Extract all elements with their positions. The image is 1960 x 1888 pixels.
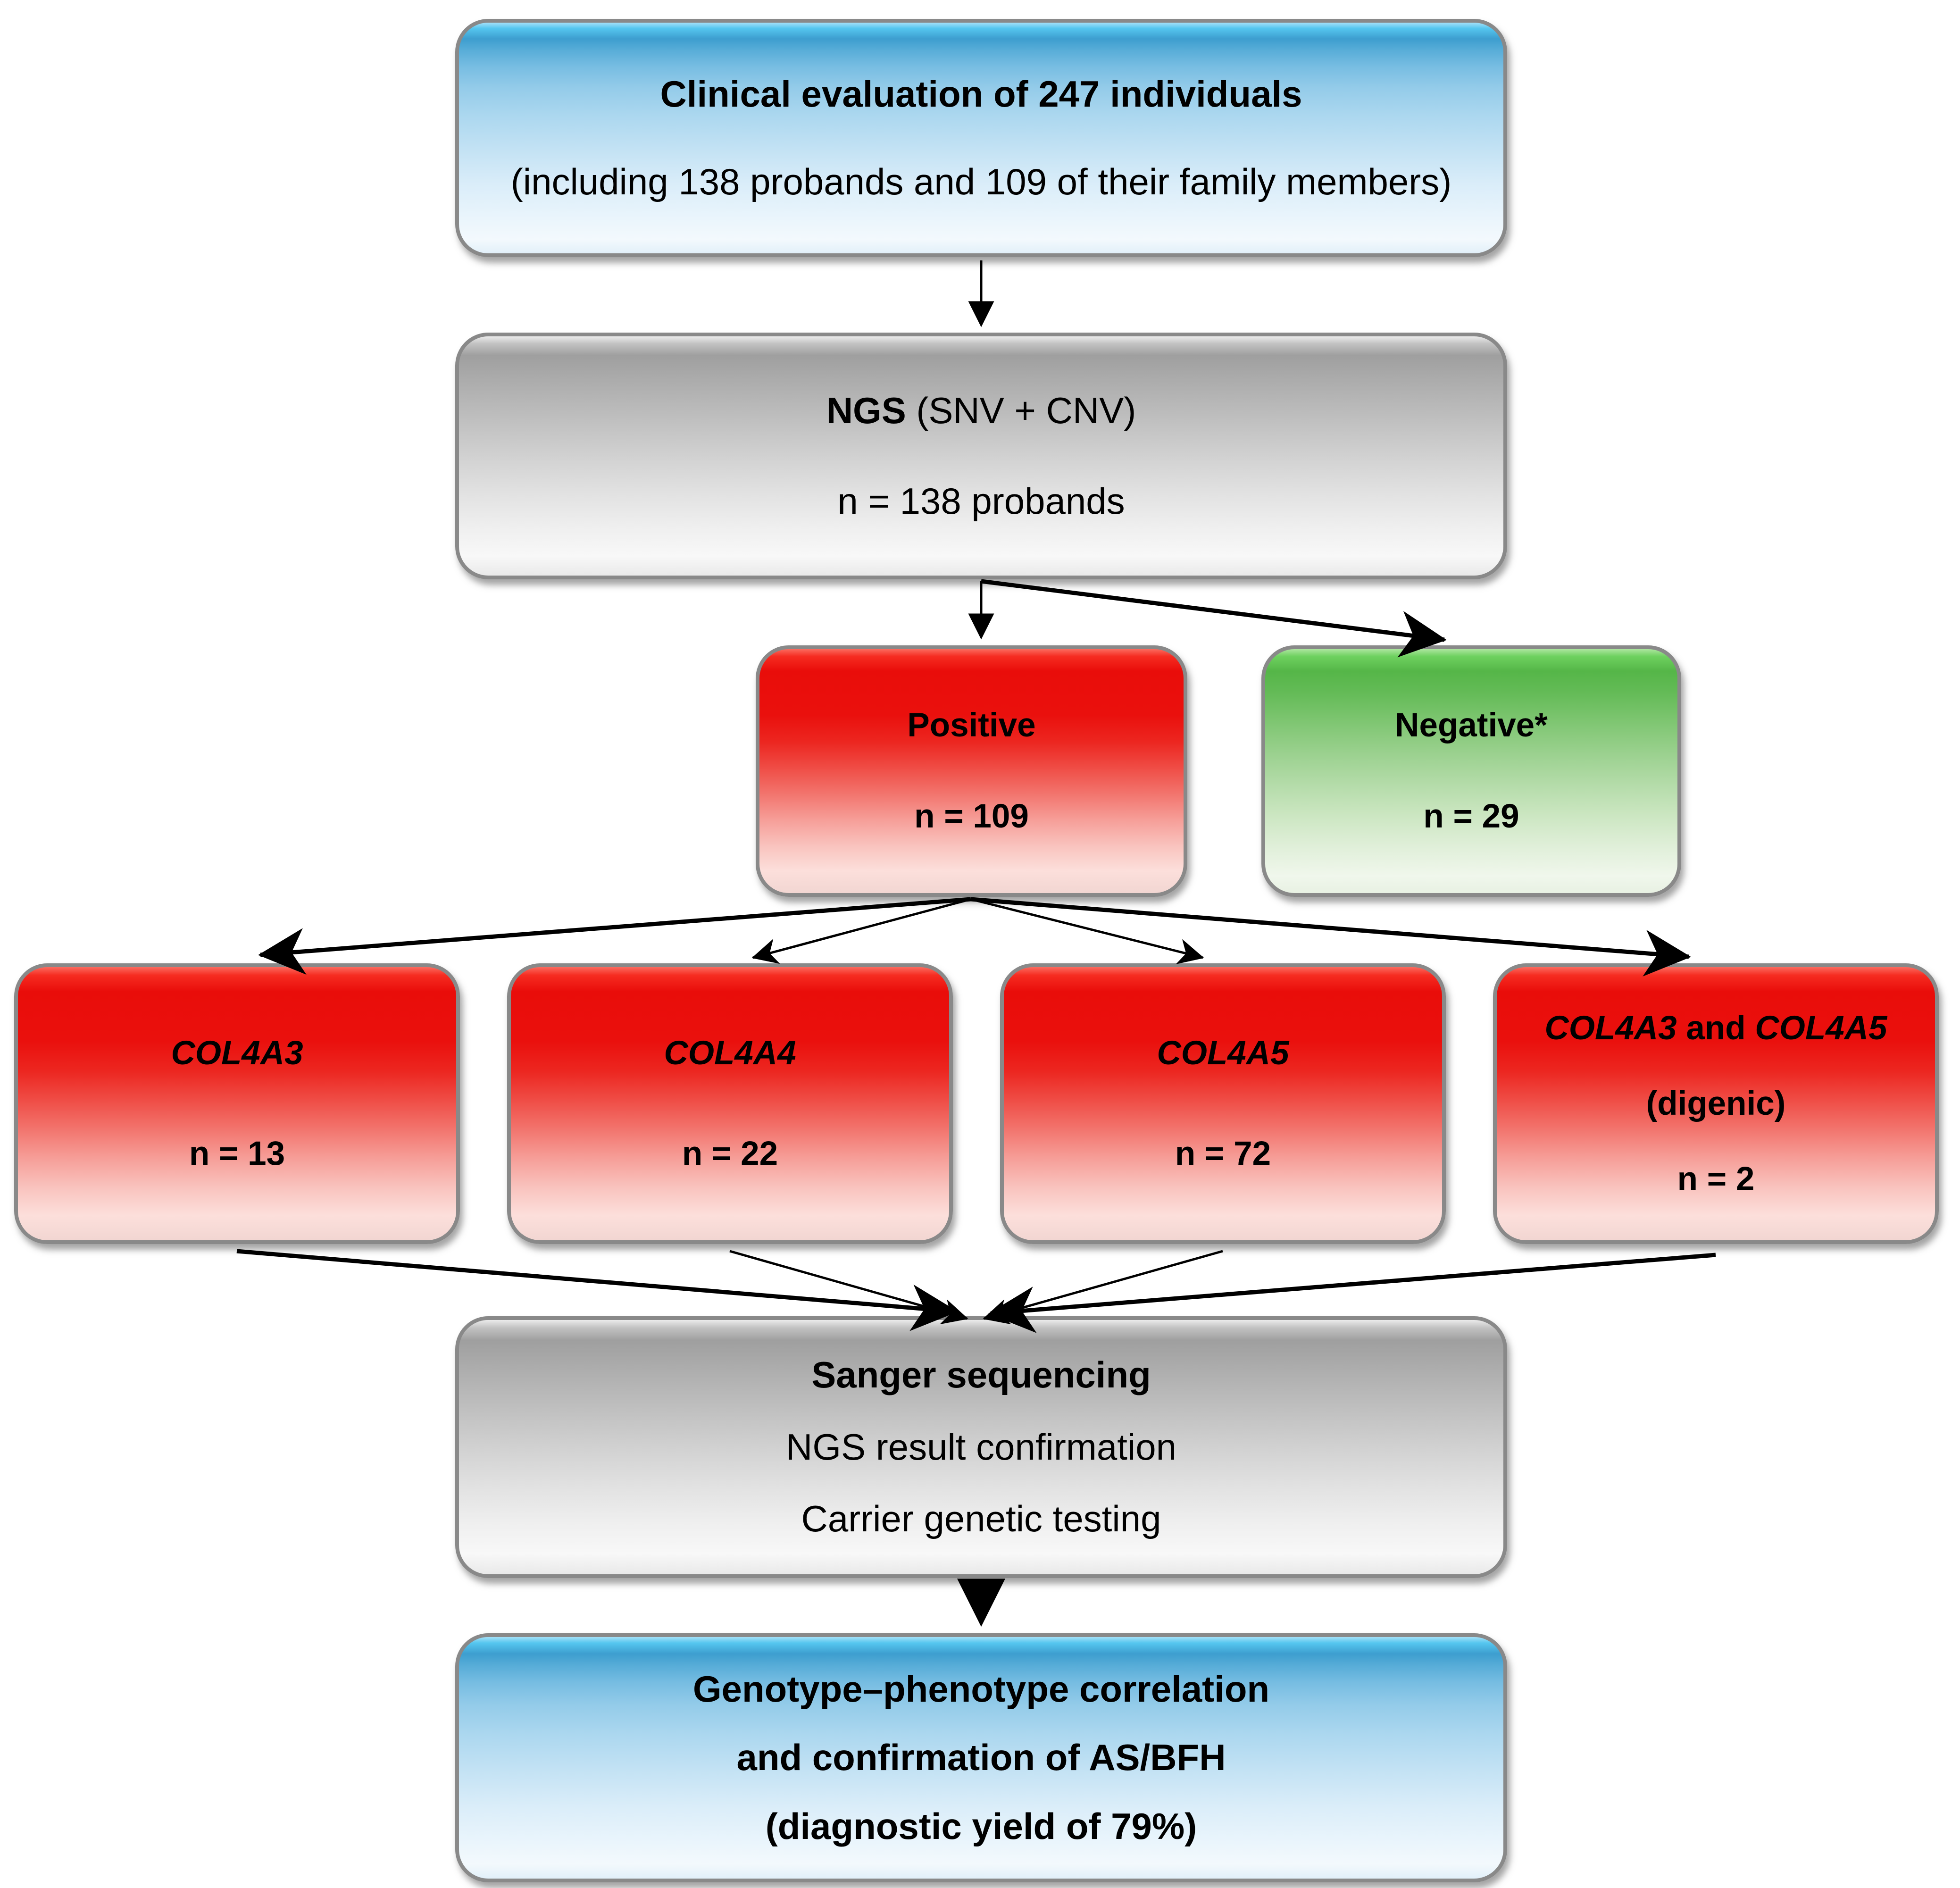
node-negative: Negative* n = 29 [1261, 645, 1681, 897]
arrow-digenic-to-sanger [988, 1253, 1716, 1333]
node-clinical-title: Clinical evaluation of 247 individuals [660, 73, 1302, 115]
node-digenic-subtitle: (digenic) [1646, 1085, 1786, 1122]
node-digenic-count: n = 2 [1677, 1160, 1755, 1198]
node-col4a4-gene: COL4A4 [664, 1034, 796, 1072]
node-digenic-connector: and [1676, 1009, 1755, 1047]
node-clinical-evaluation: Clinical evaluation of 247 individuals (… [455, 19, 1507, 257]
node-sanger: Sanger sequencing NGS result confirmatio… [455, 1316, 1507, 1578]
node-final-line1: Genotype–phenotype correlation [692, 1668, 1270, 1710]
node-positive-count: n = 109 [914, 798, 1029, 835]
node-sanger-title: Sanger sequencing [811, 1354, 1151, 1396]
node-col4a5-gene: COL4A5 [1157, 1034, 1289, 1072]
node-clinical-subtitle: (including 138 probands and 109 of their… [510, 160, 1452, 202]
node-genotype-phenotype: Genotype–phenotype correlation and confi… [455, 1633, 1507, 1882]
node-digenic-gene1: COL4A3 [1544, 1009, 1677, 1047]
node-col4a3: COL4A3 n = 13 [14, 963, 460, 1244]
node-digenic: COL4A3 and COL4A5 (digenic) n = 2 [1493, 963, 1939, 1244]
node-col4a5: COL4A5 n = 72 [1000, 963, 1446, 1244]
node-ngs-title: NGS (SNV + CNV) [826, 390, 1136, 432]
node-sanger-line2: NGS result confirmation [786, 1426, 1176, 1468]
node-digenic-title: COL4A3 and COL4A5 [1545, 1009, 1887, 1048]
arrow-positive-to-col4a5 [970, 898, 1204, 964]
node-sanger-line3: Carrier genetic testing [801, 1497, 1161, 1539]
node-final-line2: and confirmation of AS/BFH [736, 1737, 1226, 1779]
arrow-positive-to-digenic [970, 897, 1691, 977]
node-col4a3-gene: COL4A3 [171, 1034, 303, 1072]
node-negative-count: n = 29 [1423, 798, 1519, 835]
node-positive-title: Positive [907, 707, 1036, 744]
node-positive: Positive n = 109 [756, 645, 1187, 897]
arrow-ngs-to-negative [981, 579, 1447, 658]
node-ngs-title-bold: NGS [826, 389, 906, 431]
arrow-col4a4-to-sanger [729, 1250, 968, 1325]
node-ngs-title-rest: (SNV + CNV) [906, 389, 1136, 431]
node-final-line3: (diagnostic yield of 79%) [765, 1805, 1197, 1847]
node-col4a5-count: n = 72 [1175, 1135, 1271, 1173]
node-col4a3-count: n = 13 [189, 1135, 285, 1173]
node-negative-title: Negative* [1395, 707, 1548, 744]
arrow-col4a3-to-sanger [236, 1249, 958, 1331]
node-col4a4-count: n = 22 [682, 1135, 778, 1173]
node-digenic-gene2: COL4A5 [1755, 1009, 1887, 1047]
node-ngs-count: n = 138 probands [837, 480, 1125, 522]
arrow-positive-to-col4a3 [258, 897, 971, 975]
node-col4a4: COL4A4 n = 22 [507, 963, 953, 1244]
arrow-col4a5-to-sanger [983, 1250, 1223, 1325]
arrow-positive-to-col4a4 [751, 898, 971, 964]
node-ngs: NGS (SNV + CNV) n = 138 probands [455, 333, 1507, 579]
